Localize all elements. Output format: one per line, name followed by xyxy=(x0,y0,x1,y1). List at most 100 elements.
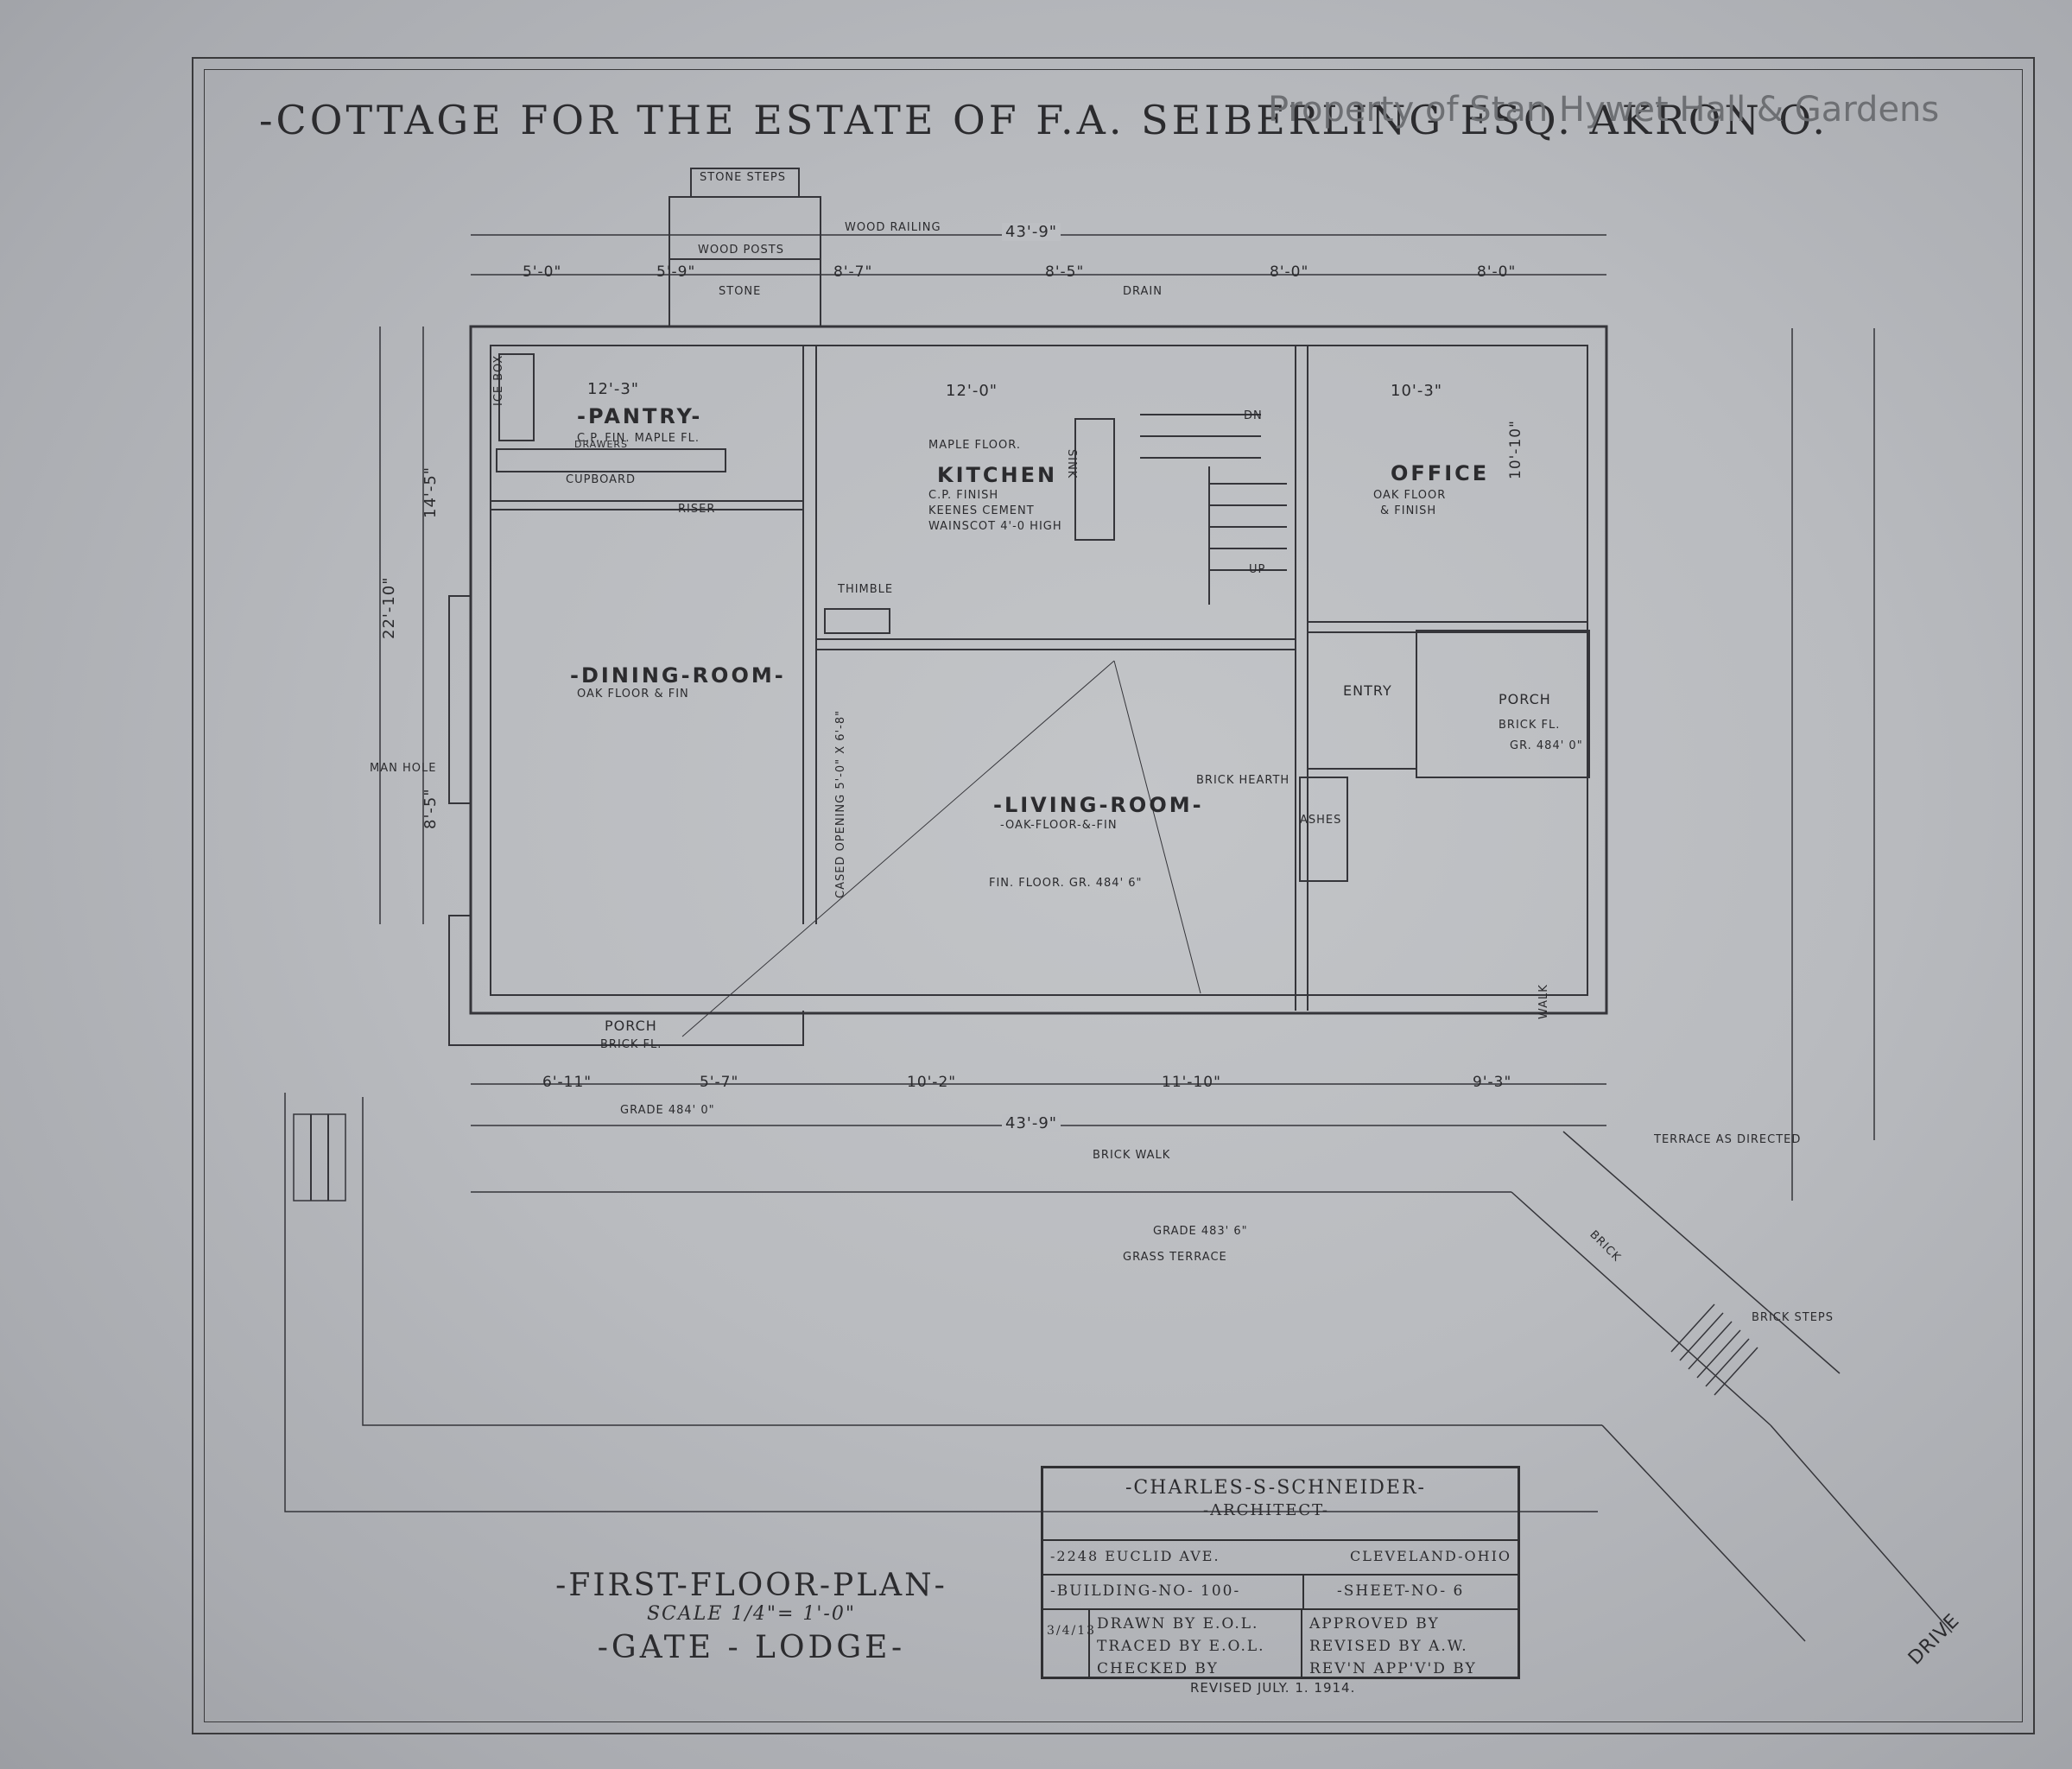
brick-hearth-label: BRICK HEARTH xyxy=(1196,774,1290,787)
side-porch-grade: GR. 484' 0" xyxy=(1510,739,1583,752)
front-porch-finish: BRICK FL. xyxy=(600,1038,662,1051)
man-hole-label: MAN HOLE xyxy=(370,762,437,775)
kitchen-size: 12'-0" xyxy=(946,382,998,400)
dim-top-3: 8'-7" xyxy=(833,263,873,281)
kitchen-floor: MAPLE FLOOR. xyxy=(928,439,1021,452)
tb-address-row xyxy=(1043,1539,1518,1576)
dim-top-overall-text: 43'-9" xyxy=(1002,223,1061,241)
terrace-edge-outer2 xyxy=(284,1093,1598,1512)
drive-edge-3 xyxy=(1601,1424,1806,1642)
riser-label: RISER xyxy=(678,503,716,516)
terrace-directed-label: TERRACE AS DIRECTED xyxy=(1654,1133,1802,1146)
drive-edge-2 xyxy=(1562,1131,1841,1374)
walk-label: WALK xyxy=(1537,984,1550,1019)
tb-building-row xyxy=(1043,1574,1518,1610)
office-finish-2: & FINISH xyxy=(1380,504,1437,517)
tb-revn-appvd: REV'N APP'V'D BY xyxy=(1309,1660,1477,1677)
tb-architect: -CHARLES-S-SCHNEIDER- xyxy=(1125,1477,1426,1499)
ashes-label: ASHES xyxy=(1300,814,1342,827)
tb-building: -BUILDING-NO- 100- xyxy=(1050,1582,1241,1600)
tb-drawn: DRAWN BY E.O.L. xyxy=(1097,1615,1259,1633)
dim-top-4: 8'-5" xyxy=(1045,263,1085,281)
dim-bottom-2: 5'-7" xyxy=(700,1074,739,1091)
dim-bottom-5: 9'-3" xyxy=(1473,1074,1512,1091)
drain-label: DRAIN xyxy=(1123,285,1163,298)
dim-top-2: 5'-9" xyxy=(656,263,696,281)
plan-title: -FIRST-FLOOR-PLAN- xyxy=(555,1568,947,1603)
thimble-label: THIMBLE xyxy=(838,583,894,596)
tb-traced: TRACED BY E.O.L. xyxy=(1097,1638,1265,1655)
brick-steps-label: BRICK STEPS xyxy=(1752,1311,1834,1324)
brick-walk-label: BRICK WALK xyxy=(1093,1149,1171,1162)
icebox xyxy=(498,353,535,441)
dim-top-1: 5'-0" xyxy=(523,263,562,281)
kitchen-label: KITCHEN xyxy=(937,463,1058,487)
drawing-title: -COTTAGE FOR THE ESTATE OF F.A. SEIBERLI… xyxy=(259,97,1828,143)
stone-label: STONE xyxy=(719,285,762,298)
front-porch-label: PORCH xyxy=(605,1018,657,1034)
wood-railing-label: WOOD RAILING xyxy=(845,221,941,234)
front-porch xyxy=(448,915,804,1046)
tb-address: -2248 EUCLID AVE. xyxy=(1050,1548,1220,1564)
inner-border xyxy=(204,69,2023,1722)
icebox-label: ICE BOX xyxy=(492,354,505,406)
tb-approved: APPROVED BY xyxy=(1309,1615,1440,1633)
title-block: -CHARLES-S-SCHNEIDER- -ARCHITECT- -2248 … xyxy=(1041,1466,1520,1679)
living-finish: -OAK-FLOOR-&-FIN xyxy=(1000,819,1118,832)
drive-edge-1 xyxy=(1511,1191,1771,1426)
terrace-edge-outer xyxy=(362,1097,1602,1426)
dim-left-lower-text: 8'-5" xyxy=(421,788,440,829)
drawers-label: DRAWERS xyxy=(574,439,629,450)
sink xyxy=(1074,418,1115,541)
drive-edge-4 xyxy=(1770,1424,1953,1633)
grass-terrace-label: GRASS TERRACE xyxy=(1123,1251,1227,1264)
tb-checked: CHECKED BY xyxy=(1097,1660,1219,1677)
dim-bottom-1: 6'-11" xyxy=(542,1074,592,1091)
outer-border xyxy=(192,57,2035,1734)
dim-top-5: 8'-0" xyxy=(1270,263,1309,281)
bay-window xyxy=(448,595,471,804)
dim-left-overall-text: 22'-10" xyxy=(380,576,398,639)
dim-left-upper-text: 14'-5" xyxy=(421,466,440,518)
pantry-size: 12'-3" xyxy=(587,380,640,398)
tb-header-row xyxy=(1043,1468,1518,1541)
plan-subtitle: -GATE - LODGE- xyxy=(597,1630,906,1665)
side-porch-finish: BRICK FL. xyxy=(1499,719,1561,732)
office-depth: 10'-10" xyxy=(1507,420,1524,479)
grade-483-label: GRADE 483' 6" xyxy=(1153,1225,1248,1238)
office-finish-1: OAK FLOOR xyxy=(1373,489,1447,502)
entry-label: ENTRY xyxy=(1343,682,1392,699)
stair xyxy=(1140,414,1287,605)
range xyxy=(824,608,890,634)
office-size: 10'-3" xyxy=(1391,382,1443,400)
tb-date: 3/4/13 xyxy=(1047,1624,1097,1638)
side-porch xyxy=(1416,630,1590,778)
plan-caption: -FIRST-FLOOR-PLAN- SCALE 1/4"= 1'-0" -GA… xyxy=(535,1568,967,1665)
tb-role: -ARCHITECT- xyxy=(1203,1501,1329,1519)
dim-bottom-4: 11'-10" xyxy=(1162,1074,1221,1091)
sink-label: SINK xyxy=(1065,449,1078,479)
plan-scale: SCALE 1/4"= 1'-0" xyxy=(646,1603,856,1625)
kitchen-finish-1: C.P. FINISH xyxy=(928,489,999,502)
office-label: OFFICE xyxy=(1391,461,1490,485)
cased-opening-label: CASED OPENING 5'-0" X 6'-8" xyxy=(834,709,847,898)
up-label: UP xyxy=(1249,563,1266,576)
exterior-wall-inner xyxy=(490,345,1588,996)
wood-posts-label: WOOD POSTS xyxy=(698,244,784,257)
stone-steps-label: STONE STEPS xyxy=(700,171,786,184)
side-porch-label: PORCH xyxy=(1499,691,1551,707)
living-floor-note: FIN. FLOOR. GR. 484' 6" xyxy=(989,877,1143,890)
dim-top-6: 8'-0" xyxy=(1477,263,1517,281)
watermark: Property of Stan Hywet Hall & Gardens xyxy=(1268,90,1940,130)
dining-label: -DINING-ROOM- xyxy=(570,663,786,688)
tb-city: CLEVELAND-OHIO xyxy=(1350,1548,1511,1564)
revised-note: REVISED JULY. 1. 1914. xyxy=(1190,1680,1356,1696)
fireplace xyxy=(1299,777,1348,882)
exterior-wall-outer xyxy=(469,325,1608,1015)
kitchen-finish-2: KEENES CEMENT xyxy=(928,504,1035,517)
dn-label: DN xyxy=(1244,409,1263,422)
dim-bottom-overall-text: 43'-9" xyxy=(1002,1114,1061,1132)
stone-steps xyxy=(668,196,821,327)
